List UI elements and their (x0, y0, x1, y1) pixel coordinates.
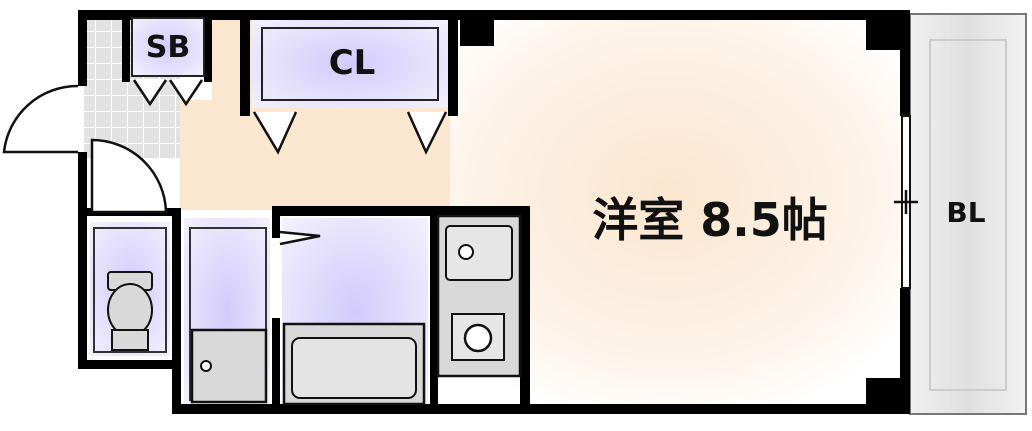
entrance-door-swing (2, 84, 79, 154)
sink-icon (445, 225, 513, 281)
toilet-icon (107, 271, 153, 351)
closet-label: CL (329, 43, 376, 83)
bathtub-icon (282, 322, 426, 406)
balcony-inner-line (929, 39, 1007, 391)
washbasin-icon (190, 328, 268, 404)
closet (252, 20, 448, 108)
hallway-floor (180, 100, 450, 210)
balcony-label: BL (946, 196, 985, 229)
shoe-box (131, 17, 205, 77)
toilet-door-swing (90, 138, 168, 214)
kitchen-counter (436, 214, 522, 378)
shoe-box-label: SB (146, 30, 190, 65)
shoe-box-doors (132, 79, 204, 107)
closet-doors (252, 111, 448, 155)
main-room-label: 洋室 8.5帖 (592, 193, 828, 247)
stove-icon (463, 323, 493, 353)
bath-door (279, 230, 321, 246)
